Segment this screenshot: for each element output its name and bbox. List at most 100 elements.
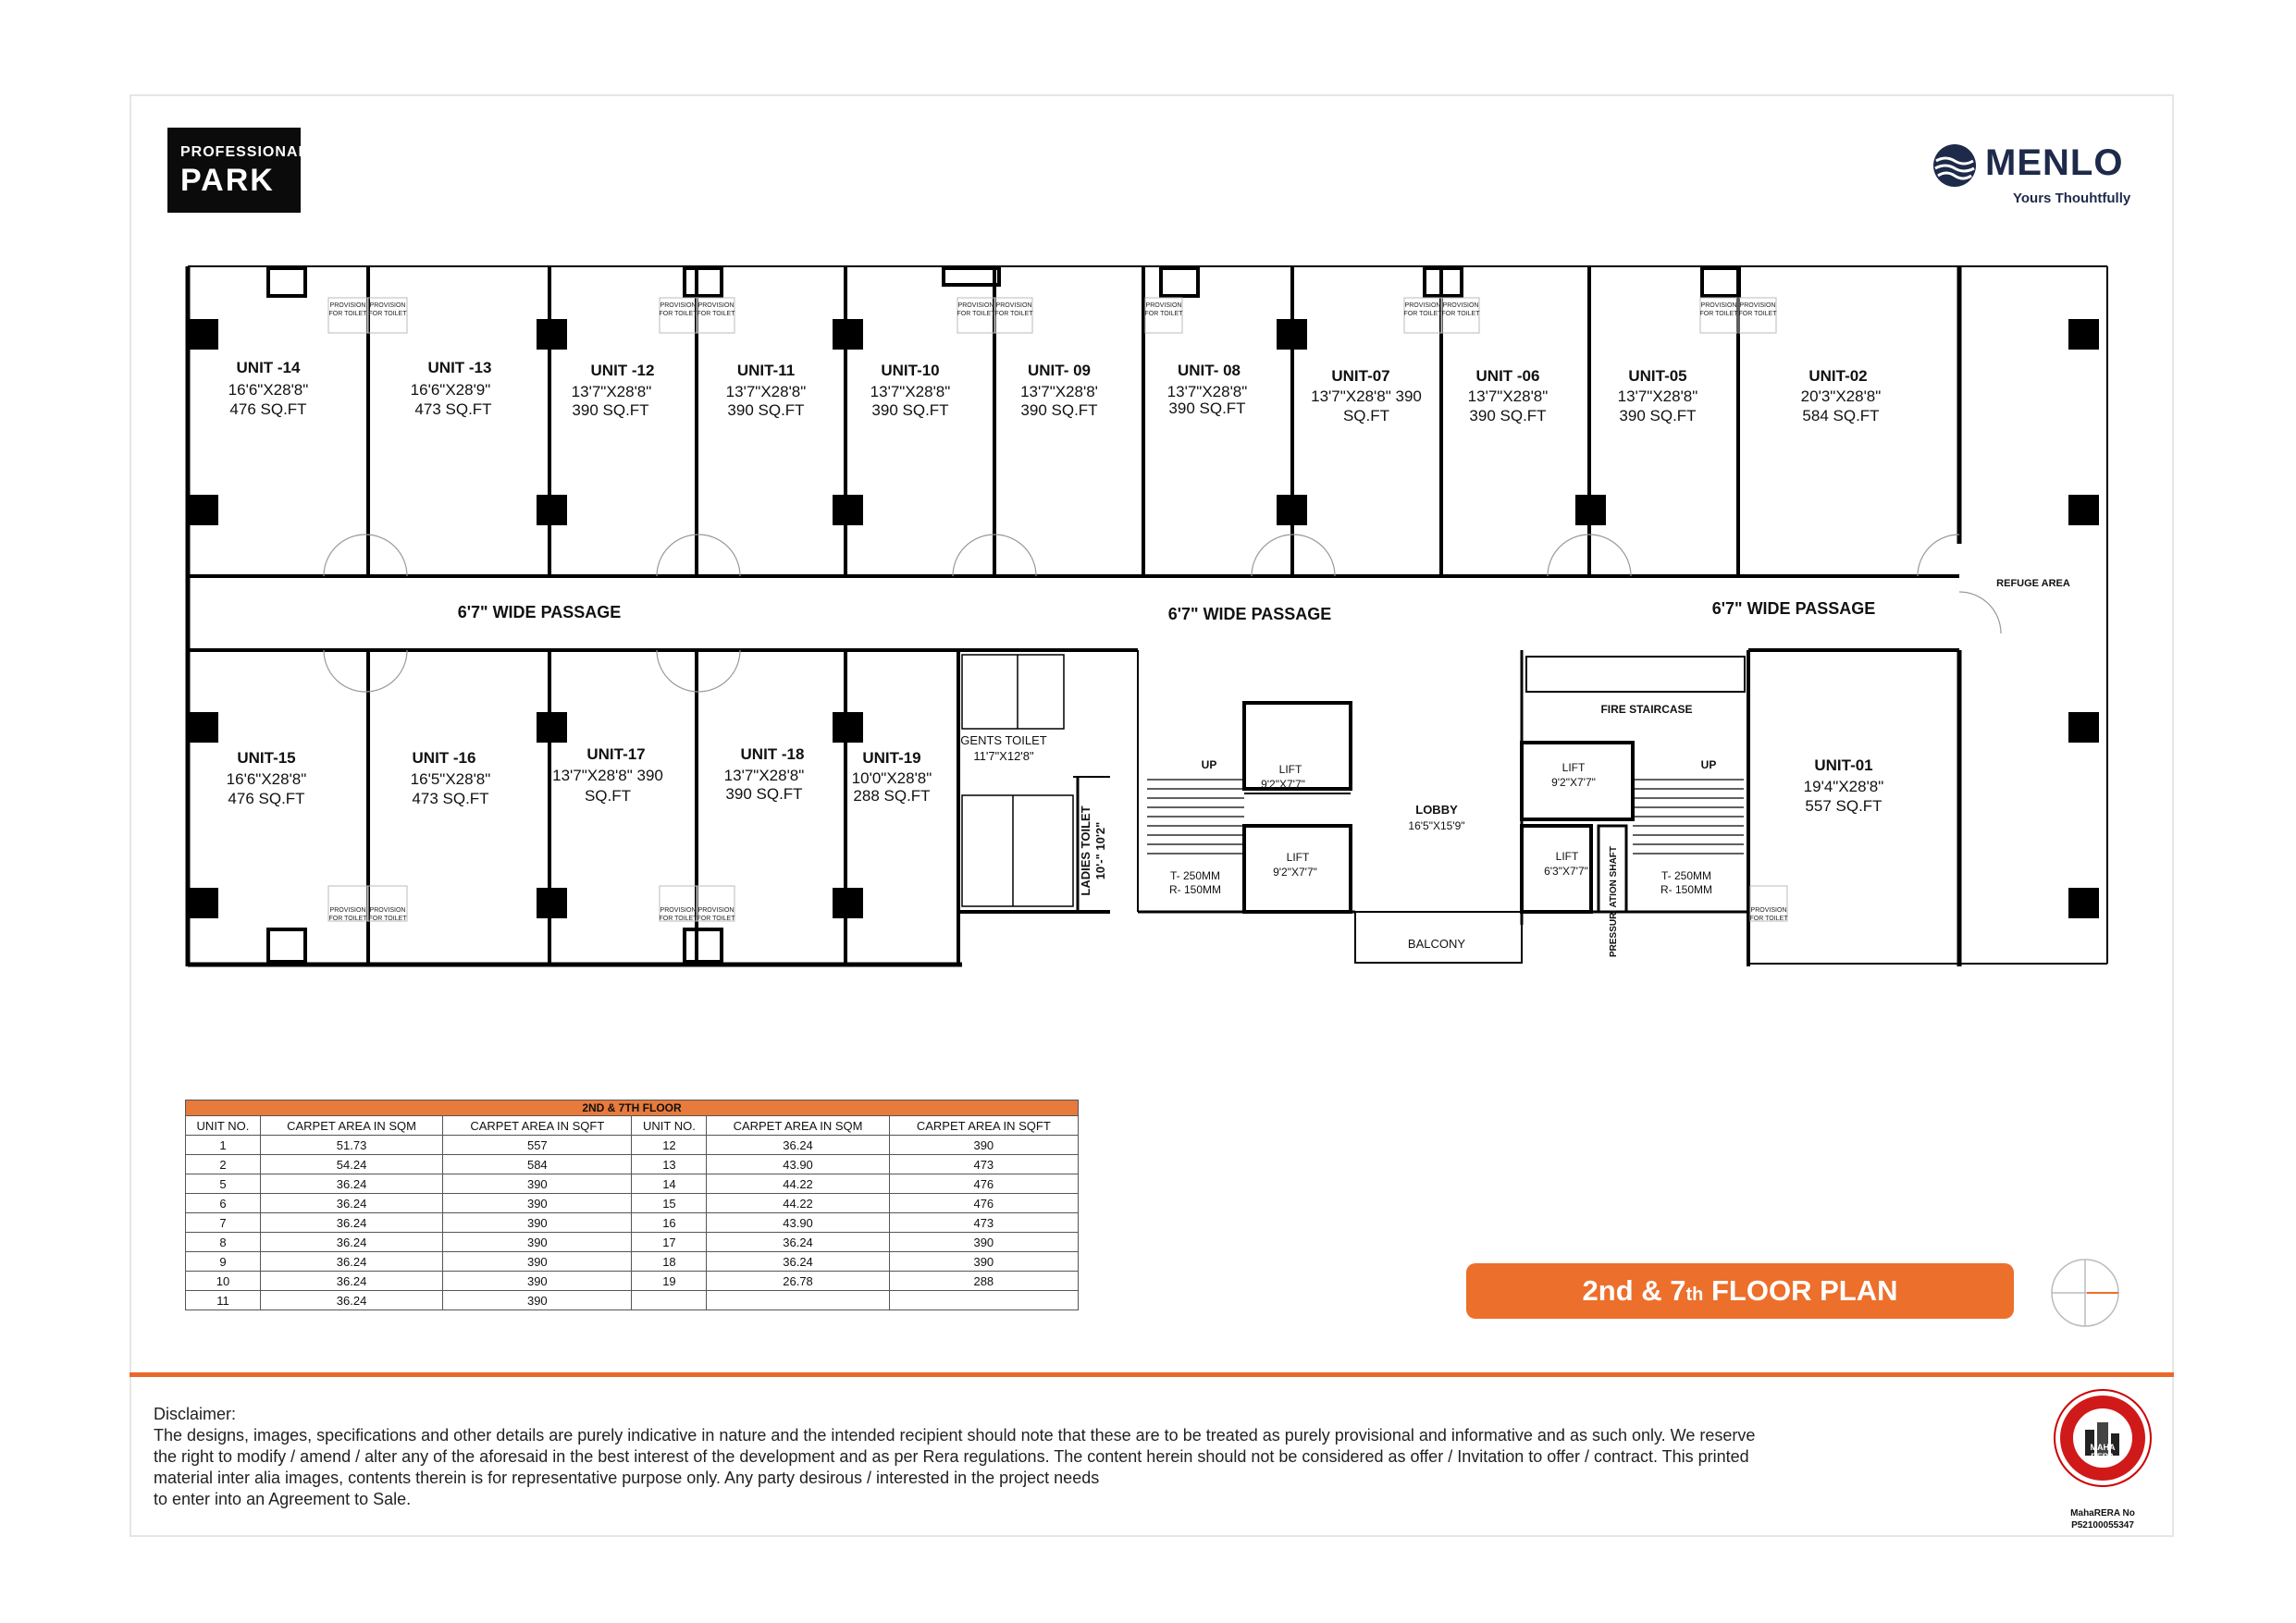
- provision-sub: FOR TOILET: [1750, 916, 1789, 922]
- unit-06-name: UNIT -06: [1476, 367, 1540, 385]
- north-arrow-icon: [2051, 1259, 2119, 1327]
- unit-13-area: 473 SQ.FT: [414, 400, 491, 418]
- menlo-wave-icon: [1933, 144, 1976, 187]
- unit-13-name: UNIT -13: [428, 359, 492, 376]
- unit-14-area: 476 SQ.FT: [229, 400, 306, 418]
- unit-05-name: UNIT-05: [1628, 367, 1686, 385]
- disclaimer: Disclaimer: The designs, images, specifi…: [154, 1404, 1819, 1510]
- stair-right: [1633, 779, 1744, 855]
- menlo-wordmark: MENLO: [1985, 142, 2124, 183]
- unit-12-name: UNIT -12: [591, 362, 655, 379]
- table-header: UNIT NO.: [631, 1115, 708, 1136]
- provision-label: PROVISION: [1751, 907, 1787, 914]
- unit-19-area: 288 SQ.FT: [853, 787, 930, 805]
- provision-sub: FOR TOILET: [660, 916, 698, 922]
- lift-2-label: LIFT: [1287, 851, 1310, 864]
- page-frame: [130, 94, 2174, 1537]
- unit-08-name: UNIT- 08: [1178, 362, 1241, 379]
- table-header: CARPET AREA IN SQFT: [888, 1115, 1080, 1136]
- maharera-seal-icon: MAHA RERA: [2054, 1389, 2152, 1487]
- unit-19-dim: 10'0"X28'8": [852, 769, 932, 787]
- unit-15-name: UNIT-15: [237, 749, 295, 767]
- menlo-tagline: Yours Thouhtfully: [2013, 191, 2131, 206]
- provision-sub: FOR TOILET: [369, 311, 408, 317]
- maharera-label: MahaRERA No: [2070, 1508, 2135, 1518]
- unit-16-name: UNIT -16: [413, 749, 476, 767]
- unit-01-name: UNIT-01: [1814, 756, 1872, 774]
- unit-02-dim: 20'3"X28'8": [1801, 387, 1882, 405]
- stair-right-tread: T- 250MM: [1661, 869, 1711, 882]
- lift-1-label: LIFT: [1279, 763, 1302, 776]
- provision-sub: FOR TOILET: [1404, 311, 1443, 317]
- provision-label: PROVISION: [1146, 302, 1182, 309]
- banner-text-a: 2nd & 7: [1582, 1274, 1686, 1307]
- passage-label-center: 6'7" WIDE PASSAGE: [1168, 605, 1332, 623]
- provision-sub: FOR TOILET: [957, 311, 996, 317]
- unit-11-name: UNIT-11: [737, 362, 795, 379]
- table-header-row: UNIT NO. CARPET AREA IN SQM CARPET AREA …: [185, 1115, 1080, 1136]
- unit-14-name: UNIT -14: [237, 359, 302, 376]
- seal-text-top: MAHA: [2091, 1443, 2116, 1452]
- pressurisation-shaft-label: PRESSURI ATION SHAFT: [1609, 846, 1619, 957]
- lift-3-dim: 9'2"X7'7": [1551, 776, 1596, 789]
- unit-09-dim: 13'7"X28'8': [1020, 383, 1098, 400]
- passage-label-right: 6'7" WIDE PASSAGE: [1712, 599, 1876, 618]
- unit-15-dim: 16'6"X28'8": [227, 770, 307, 788]
- fire-staircase-label: FIRE STAIRCASE: [1600, 703, 1692, 716]
- unit-08-area: 390 SQ.FT: [1168, 400, 1245, 417]
- provision-label: PROVISION: [698, 302, 734, 309]
- unit-06-area: 390 SQ.FT: [1469, 407, 1546, 424]
- lobby-dim: 16'5"X15'9": [1408, 819, 1464, 832]
- balcony: [1354, 911, 1523, 964]
- unit-18-area: 390 SQ.FT: [725, 785, 802, 803]
- lobby-label: LOBBY: [1415, 803, 1458, 817]
- lift-1: [1242, 701, 1352, 791]
- unit-12-area: 390 SQ.FT: [572, 401, 648, 419]
- door-swings: [323, 534, 2002, 693]
- unit-07-name: UNIT-07: [1331, 367, 1389, 385]
- unit-17-dim: 13'7"X28'8" 390: [552, 767, 663, 784]
- floor-plan-banner: 2nd & 7th FLOOR PLAN: [1466, 1263, 2014, 1319]
- carpet-area-table: 2ND & 7TH FLOOR UNIT NO. CARPET AREA IN …: [185, 1100, 1080, 1310]
- refuge-area-label: REFUGE AREA: [1996, 578, 2070, 589]
- disclaimer-heading: Disclaimer:: [154, 1405, 237, 1423]
- unit-19-name: UNIT-19: [862, 749, 920, 767]
- provision-sub: FOR TOILET: [329, 916, 368, 922]
- provision-sub: FOR TOILET: [995, 311, 1034, 317]
- unit-02-area: 584 SQ.FT: [1802, 407, 1879, 424]
- unit-16-area: 473 SQ.FT: [412, 790, 488, 807]
- logo-line-1: PROFESSIONAL: [180, 144, 309, 160]
- stair-left-riser: R- 150MM: [1169, 883, 1221, 896]
- unit-18-name: UNIT -18: [741, 745, 805, 763]
- provision-sub: FOR TOILET: [329, 311, 368, 317]
- provision-label: PROVISION: [330, 302, 366, 309]
- lift-1-dim: 9'2"X7'7": [1261, 778, 1305, 791]
- unit-17-name: UNIT-17: [586, 745, 645, 763]
- provision-label: PROVISION: [660, 302, 697, 309]
- table-header: CARPET AREA IN SQM: [706, 1115, 890, 1136]
- lift-2-dim: 9'2"X7'7": [1273, 866, 1317, 879]
- unit-01-dim: 19'4"X28'8": [1804, 778, 1884, 795]
- provision-sub: FOR TOILET: [697, 916, 736, 922]
- unit-10-area: 390 SQ.FT: [871, 401, 948, 419]
- provision-sub: FOR TOILET: [1739, 311, 1778, 317]
- provision-sub: FOR TOILET: [1700, 311, 1739, 317]
- provision-label: PROVISION: [1405, 302, 1441, 309]
- unit-15-area: 476 SQ.FT: [228, 790, 304, 807]
- unit-11-dim: 13'7"X28'8": [726, 383, 807, 400]
- table-header: UNIT NO.: [185, 1115, 261, 1136]
- stair-left-tread: T- 250MM: [1170, 869, 1220, 882]
- stair-up-right: UP: [1701, 758, 1717, 771]
- provision-sub: FOR TOILET: [1145, 311, 1184, 317]
- disclaimer-line: to enter into an Agreement to Sale.: [154, 1490, 412, 1508]
- table-header: CARPET AREA IN SQM: [259, 1115, 444, 1136]
- passage-label-left: 6'7" WIDE PASSAGE: [458, 603, 622, 621]
- provision-label: PROVISION: [370, 302, 406, 309]
